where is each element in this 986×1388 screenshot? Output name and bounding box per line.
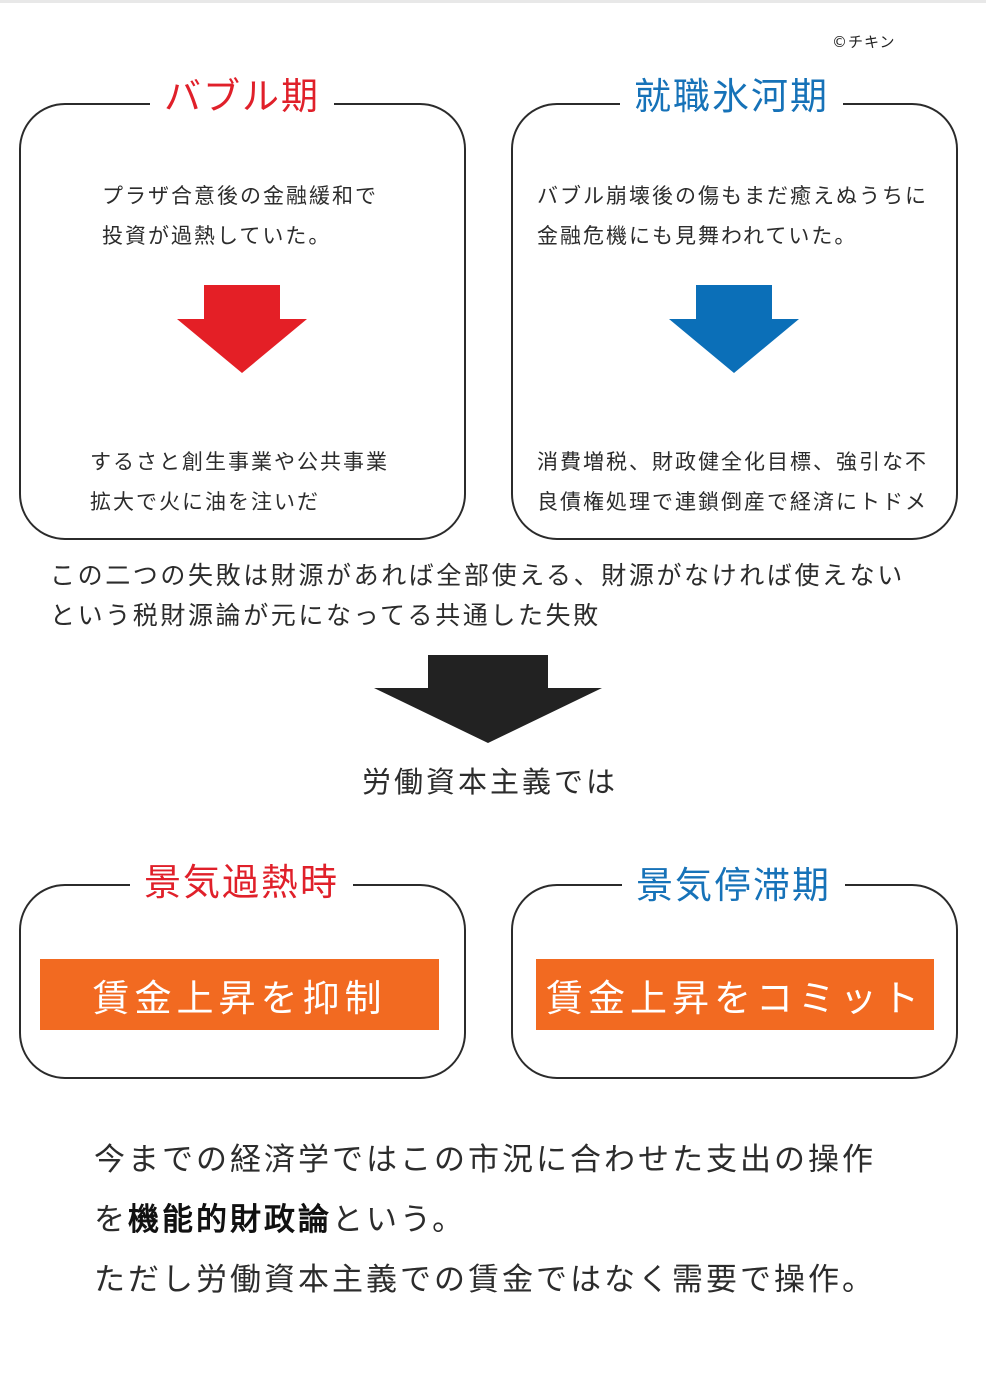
- suppress-wage-banner: 賃金上昇を抑制: [40, 959, 439, 1030]
- employment-ice-age-title: 就職氷河期: [620, 75, 843, 119]
- commit-wage-banner: 賃金上昇をコミット: [536, 959, 934, 1030]
- labour-capitalism-label: 労働資本主義では: [362, 765, 619, 799]
- ice-age-result-2: 良債権処理で連鎖倒産で経済にトドメ: [537, 490, 928, 514]
- conclusion-line-3: ただし労働資本主義での賃金ではなく需要で操作。: [94, 1262, 876, 1298]
- black-down-arrow-icon: [374, 655, 602, 743]
- bubble-era-title: バブル期: [150, 75, 334, 119]
- ice-age-result-1: 消費増税、財政健全化目標、強引な不: [537, 450, 928, 474]
- conclusion-line-1: 今までの経済学ではこの市況に合わせた支出の操作: [94, 1142, 876, 1178]
- copyright-text: ©チキン: [832, 33, 896, 51]
- bubble-era-result-2: 拡大で火に油を注いだ: [90, 490, 320, 514]
- blue-down-arrow-icon: [669, 285, 799, 373]
- bubble-era-line-1: プラザ合意後の金融緩和で: [102, 184, 378, 208]
- bubble-era-line-2: 投資が過熱していた。: [102, 224, 332, 248]
- top-border: [0, 0, 986, 3]
- bubble-era-result-1: するさと創生事業や公共事業: [90, 450, 389, 474]
- ice-age-line-2: 金融危機にも見舞われていた。: [537, 224, 858, 248]
- red-down-arrow-icon: [177, 285, 307, 373]
- ice-age-line-1: バブル崩壊後の傷もまだ癒えぬうちに: [537, 184, 928, 208]
- functional-finance-term: 機能的財政論: [128, 1202, 332, 1238]
- summary-line-2: という税財源論が元になってる共通した失敗: [50, 601, 601, 630]
- conclusion-line-2-prefix: を: [94, 1202, 128, 1238]
- summary-line-1: この二つの失敗は財源があれば全部使える、財源がなければ使えない: [50, 561, 905, 590]
- conclusion-line-2-suffix: という。: [332, 1202, 467, 1238]
- overheating-title: 景気過熱時: [130, 861, 353, 905]
- conclusion-line-2: を機能的財政論という。: [94, 1190, 466, 1250]
- stagnation-title: 景気停滞期: [622, 864, 845, 908]
